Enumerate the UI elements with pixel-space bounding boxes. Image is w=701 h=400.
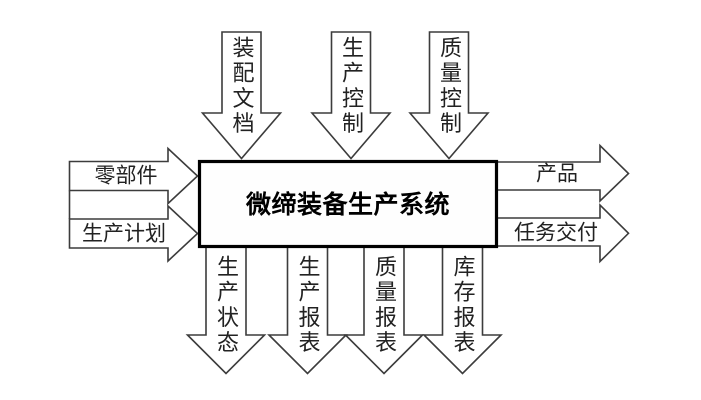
bottom-arrow-3-shape <box>343 245 425 375</box>
right-arrow-1-label: 产品 <box>536 162 578 186</box>
top-arrow-3-shape <box>408 31 490 160</box>
right-arrow-2-label: 任务交付 <box>514 221 598 244</box>
left-arrow-1-label: 零部件 <box>94 164 158 188</box>
right-arrow-1-shape <box>496 143 630 203</box>
system-box-title: 微缔装备生产系统 <box>245 191 451 219</box>
top-arrow-2-label: 生产控制 <box>339 36 364 137</box>
bottom-arrow-3-label: 质量报表 <box>372 255 397 356</box>
bottom-arrow-4-shape <box>422 245 503 375</box>
top-arrow-1-label: 装配文档 <box>229 36 255 137</box>
top-arrow-2-shape <box>310 31 392 160</box>
left-arrow-2-shape <box>68 204 199 263</box>
bottom-arrow-4-label: 库存报表 <box>450 255 476 356</box>
left-arrow-2-label: 生产计划 <box>82 222 166 245</box>
right-arrow-2-shape <box>496 203 630 264</box>
system-box <box>197 159 499 249</box>
bottom-arrow-1-label: 生产状态 <box>214 255 239 356</box>
bottom-arrow-1-shape <box>185 245 267 375</box>
left-arrow-1-shape <box>68 146 199 206</box>
top-arrow-3-label: 质量控制 <box>437 36 462 137</box>
bottom-arrow-2-label: 生产报表 <box>295 255 321 356</box>
top-arrow-1-shape <box>200 31 283 160</box>
bottom-arrow-2-shape <box>267 245 348 375</box>
